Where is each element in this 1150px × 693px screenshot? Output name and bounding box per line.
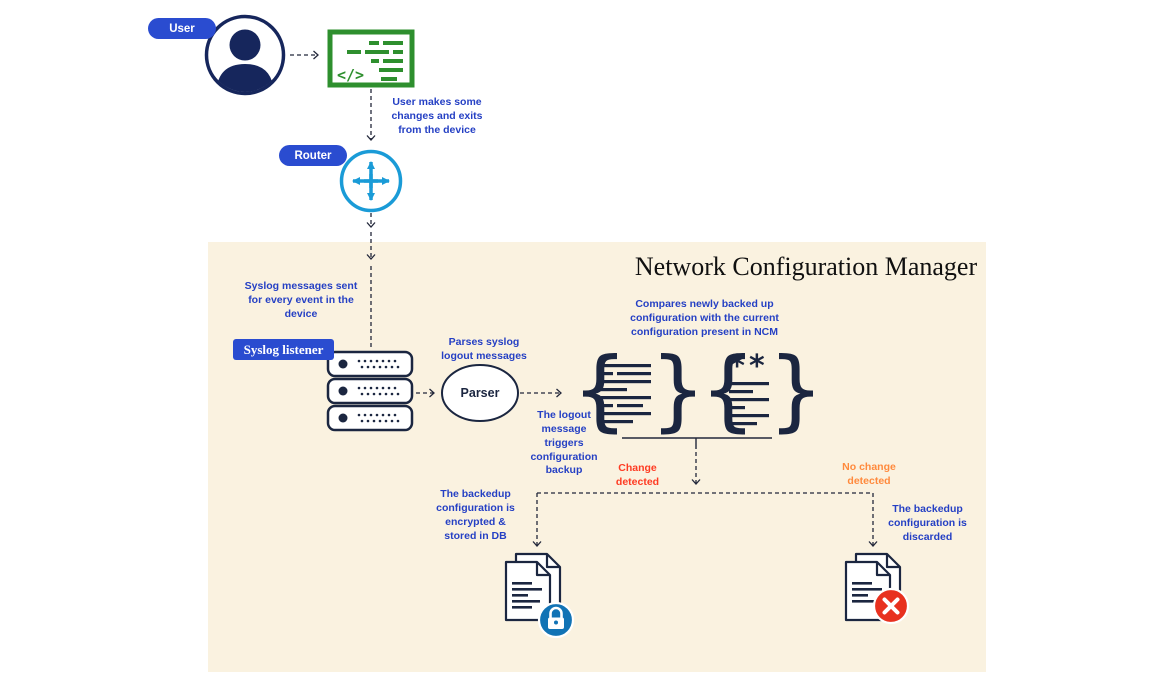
code-glyph: </> [337, 66, 364, 84]
note-discarded: The backedup configuration is discarded [888, 503, 967, 543]
note-parses-syslog: Parses syslog logout messages [441, 336, 527, 362]
user-badge: User [148, 18, 216, 39]
user-avatar-icon [204, 14, 286, 96]
code-terminal-icon: </> [327, 29, 415, 88]
router-badge: Router [279, 145, 347, 166]
note-logout-triggers: The logout message triggers configuratio… [530, 409, 598, 477]
router-icon [339, 149, 403, 213]
note-encrypted-stored: The backedup configuration is encrypted … [436, 488, 515, 542]
syslog-listener-badge: Syslog listener [233, 339, 334, 360]
note-no-change-detected: No change detected [842, 461, 896, 487]
note-change-detected: Change detected [615, 462, 660, 488]
page-title: Network Configuration Manager [634, 252, 978, 281]
note-user-changes: User makes some changes and exits from t… [391, 96, 483, 136]
note-compares: Compares newly backed up configuration w… [630, 298, 779, 338]
note-syslog-messages: Syslog messages sent for every event in … [244, 280, 358, 320]
